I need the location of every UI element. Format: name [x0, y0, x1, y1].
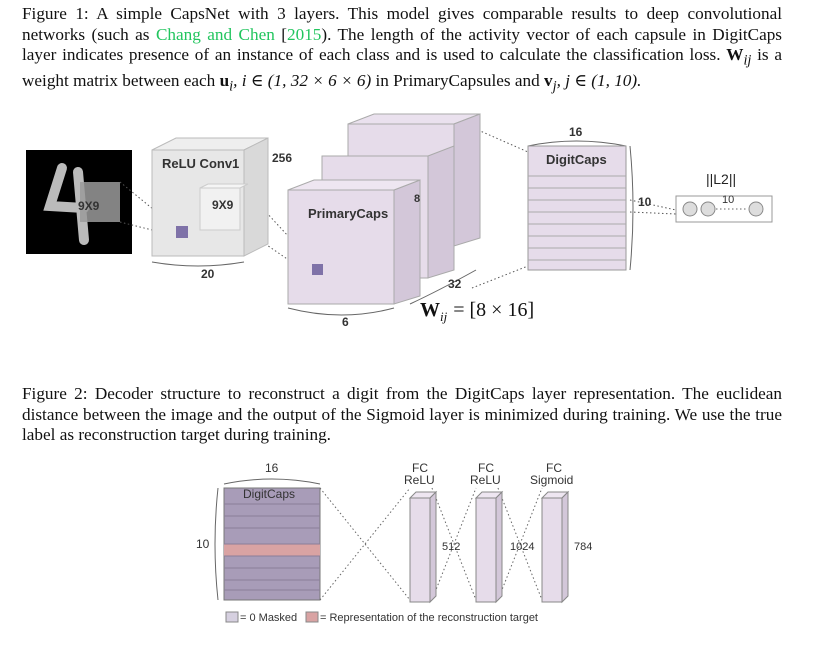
fc1-activation: ReLU: [404, 473, 435, 487]
relu-conv1-block: ReLU Conv1 256 9X9 20: [151, 137, 292, 281]
digitcaps-block: 16 DigitCaps 10: [527, 125, 652, 271]
primarycaps-count: 32: [448, 277, 462, 291]
decoder-digitcaps-dim: 16: [265, 461, 279, 475]
legend-target-swatch: [305, 611, 319, 623]
decoder-legend: = 0 Masked = Representation of the recon…: [225, 611, 538, 624]
v-subscript: j: [552, 78, 557, 95]
digitcaps-count: 10: [638, 195, 652, 209]
wij-w: W: [420, 299, 440, 321]
figure1-text-c: is a weight matrix between each: [22, 45, 782, 91]
fc2-label: FC: [478, 461, 494, 475]
figure1-text-d: in PrimaryCapsules and: [375, 71, 540, 91]
fc3-label: FC: [546, 461, 562, 475]
fc3-size: 784: [574, 541, 592, 553]
fc2-activation: ReLU: [470, 473, 501, 487]
primarycaps-kernel-marker: [312, 264, 323, 275]
l2-norm-count: 10: [722, 194, 734, 206]
fc2-layer: FC ReLU 1024: [470, 461, 534, 604]
fc3-layer: FC Sigmoid 784: [530, 461, 592, 604]
decoder-digitcaps: 16 DigitCaps 10: [196, 461, 321, 601]
v-range: , j ∈ (1, 10).: [556, 71, 642, 91]
digitcaps-label: DigitCaps: [546, 152, 607, 167]
w-subscript: ij: [743, 52, 752, 69]
relu-conv1-kernel-label: 9X9: [212, 198, 234, 212]
u-symbol: u: [219, 71, 230, 91]
u-range: , i ∈ (1, 32 × 6 × 6): [233, 71, 372, 91]
fc1-size: 512: [442, 541, 460, 553]
fc1-label: FC: [412, 461, 428, 475]
capsnet-diagram: 9X9 ReLU Conv1 256 9X9 20 Prima: [26, 113, 773, 329]
figure1-caption: Figure 1: A simple CapsNet with 3 layers…: [22, 4, 783, 95]
mnist-digit-image: 9X9: [26, 150, 132, 254]
figure2-caption: Figure 2: Decoder structure to reconstru…: [22, 384, 782, 446]
legend-masked-swatch: [225, 611, 239, 623]
legend-masked-label: = 0 Masked: [240, 612, 297, 624]
w-symbol: W: [726, 45, 744, 65]
relu-conv1-channels: 256: [272, 151, 292, 165]
l2-norm-label: ||L2||: [706, 171, 736, 187]
u-subscript: i: [229, 78, 234, 95]
figure1-label: Figure 1:: [22, 4, 89, 23]
primarycaps-size: 6: [342, 315, 349, 329]
wij-rhs: = [8 × 16]: [453, 299, 534, 321]
figure2-label: Figure 2:: [22, 384, 88, 403]
relu-conv1-kernel-marker: [176, 226, 188, 238]
fc2-size: 1024: [510, 541, 534, 553]
primarycaps-label: PrimaryCaps: [308, 206, 388, 221]
primarycaps-depth: 8: [414, 193, 420, 205]
relu-conv1-label: ReLU Conv1: [162, 156, 239, 171]
figure1-text-a: A simple CapsNet with 3 layers. This mod…: [22, 4, 782, 44]
v-symbol: v: [544, 71, 553, 91]
decoder-diagram: 16 DigitCaps 10 FC ReLU 512: [196, 461, 592, 624]
wij-formula: Wij = [8 × 16]: [420, 299, 534, 324]
relu-conv1-size: 20: [201, 267, 215, 281]
decoder-digitcaps-count: 10: [196, 537, 210, 551]
citation-link[interactable]: Chang and Chen: [155, 24, 275, 44]
fc3-activation: Sigmoid: [530, 473, 573, 487]
primarycaps-block: PrimaryCaps 8 6 32: [287, 113, 481, 329]
decoder-digitcaps-label: DigitCaps: [243, 487, 295, 501]
citation-year-link[interactable]: 2015: [287, 24, 322, 44]
legend-target-label: = Representation of the reconstruction t…: [320, 612, 538, 624]
figure2-text: Decoder structure to reconstruct a digit…: [22, 384, 783, 445]
figure1-text-b: ). The length of the activity vector of …: [22, 24, 783, 65]
wij-sub: ij: [440, 309, 448, 324]
input-kernel-label: 9X9: [78, 199, 100, 213]
digitcaps-dim: 16: [569, 125, 583, 139]
fc1-layer: FC ReLU 512: [404, 461, 460, 604]
l2-norm-output: ||L2|| 10: [675, 171, 773, 223]
